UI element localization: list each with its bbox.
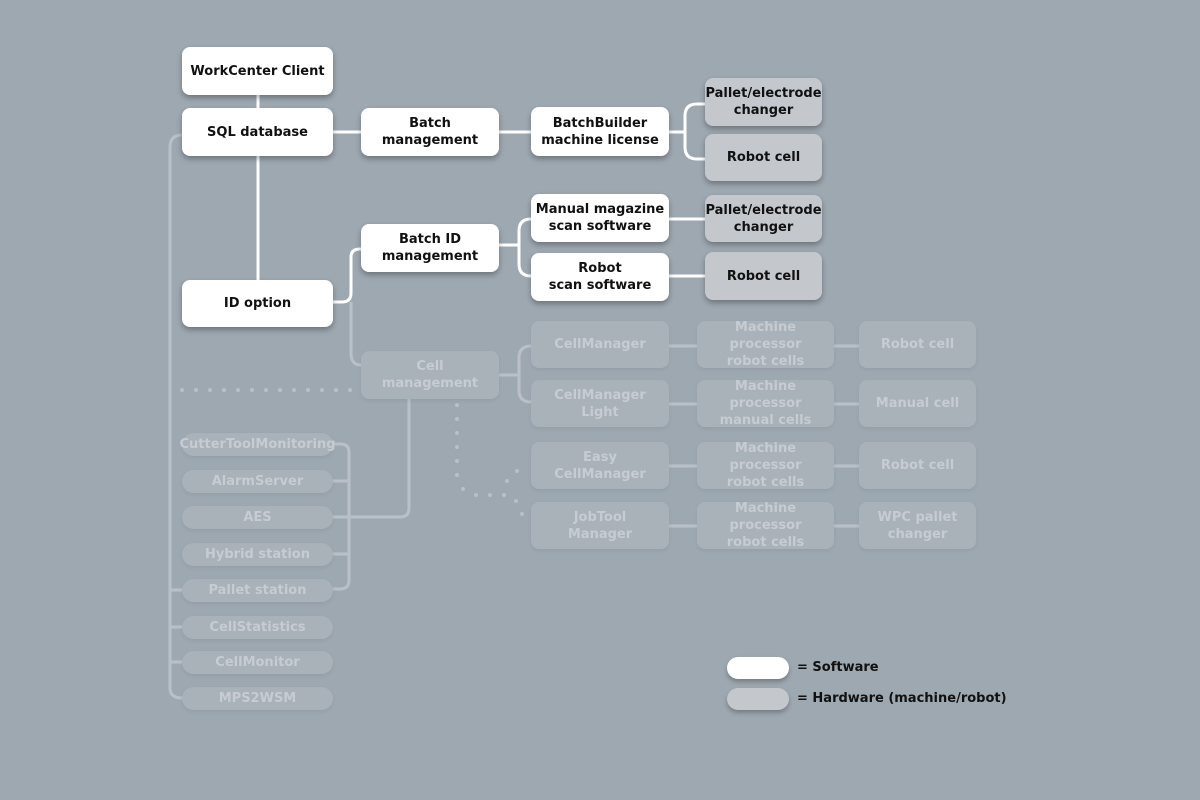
id-option-box: ID option <box>182 280 333 327</box>
legend-software-swatch <box>727 657 789 679</box>
list-item: AES <box>182 506 333 529</box>
legend-software-label: = Software <box>797 660 879 675</box>
dotted-connectors <box>180 388 524 516</box>
pallet-electrode-changer-box: Pallet/electrode changer <box>705 78 822 126</box>
list-item: Pallet station <box>182 579 333 602</box>
cell-management-box: Cell management <box>361 351 499 399</box>
faded-wpc-pallet-changer-box: WPC pallet changer <box>859 502 976 549</box>
robot-cell-box: Robot cell <box>705 134 822 181</box>
faded-manual-cell-box: Manual cell <box>859 380 976 427</box>
robot-cell-box: Robot cell <box>705 252 822 300</box>
batch-management-box: Batch management <box>361 108 499 156</box>
faded-robot-cell-box: Robot cell <box>859 321 976 368</box>
list-item: CutterToolMonitoring <box>179 433 336 456</box>
machine-processor-robot-box: Machine processor robot cells <box>697 501 834 550</box>
cellmanager-box: CellManager <box>531 321 669 368</box>
legend-hardware-label: = Hardware (machine/robot) <box>797 691 1007 706</box>
faded-robot-cell-box: Robot cell <box>859 442 976 489</box>
pallet-electrode-changer-box: Pallet/electrode changer <box>705 195 822 242</box>
legend-hardware-swatch <box>727 688 789 710</box>
list-item: CellMonitor <box>182 651 333 674</box>
list-item: AlarmServer <box>182 470 333 493</box>
manual-magazine-scan-box: Manual magazine scan software <box>531 194 669 242</box>
list-item: CellStatistics <box>182 616 333 639</box>
workcenter-client-box: WorkCenter Client <box>182 47 333 95</box>
sql-database-box: SQL database <box>182 108 333 156</box>
machine-processor-robot-box: Machine processor robot cells <box>697 441 834 490</box>
batchbuilder-license-box: BatchBuilder machine license <box>531 107 669 156</box>
machine-processor-manual-box: Machine processor manual cells <box>697 379 834 428</box>
jobtool-manager-box: JobTool Manager <box>531 502 669 549</box>
list-item: Hybrid station <box>182 543 333 566</box>
machine-processor-robot-box: Machine processor robot cells <box>697 320 834 369</box>
robot-scan-software-box: Robot scan software <box>531 253 669 301</box>
active-connectors <box>256 94 705 304</box>
batch-id-management-box: Batch ID management <box>361 224 499 272</box>
easy-cellmanager-box: Easy CellManager <box>531 442 669 489</box>
inactive-connectors <box>168 133 859 700</box>
list-item: MPS2WSM <box>182 687 333 710</box>
cellmanager-light-box: CellManager Light <box>531 380 669 427</box>
